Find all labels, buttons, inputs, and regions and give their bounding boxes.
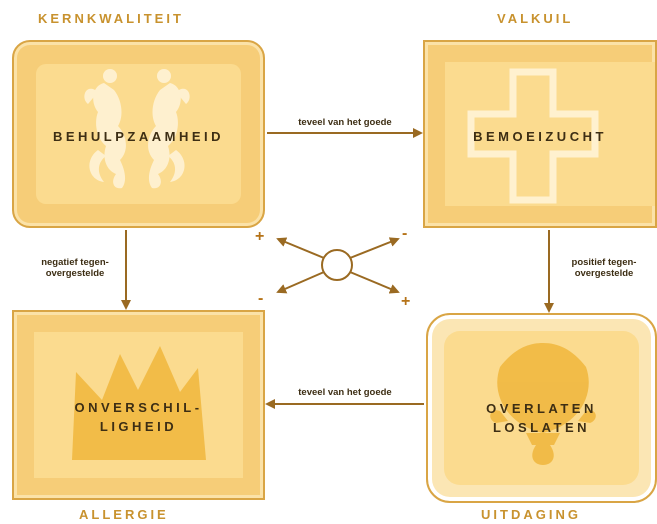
allergie-label-line1: ONVERSCHIL- [74,400,203,415]
arrow-center-top-left [276,237,325,259]
center-circle [321,249,353,281]
cross-icon [467,68,599,204]
uitdaging-box: OVERLATEN LOSLATEN [426,313,657,503]
valkuil-label: BEMOEIZUCHT [473,129,607,144]
sign-top-left: + [255,228,265,245]
uitdaging-label-line2: LOSLATEN [492,420,591,435]
heading-uitdaging: UITDAGING [481,507,581,522]
edge-label-right-line1: positief tegen- [571,257,637,268]
edge-label-bottom: teveel van het goede [298,387,392,398]
valkuil-box: BEMOEIZUCHT [423,40,657,228]
sign-top-right: - [402,225,408,242]
arrow-center-bottom-left [276,271,325,294]
edge-label-left-line2: overgestelde [45,268,105,279]
heading-kernkwaliteit: KERNKWALITEIT [38,11,184,26]
edge-label-right-line2: overgestelde [574,268,634,279]
arrow-center-top-right [349,237,400,259]
arrow-center-bottom-right [349,271,400,294]
edge-label-top: teveel van het goede [298,117,392,128]
heading-allergie: ALLERGIE [79,507,169,522]
scallop-shell-icon [490,343,596,465]
heading-valkuil: VALKUIL [497,11,574,26]
uitdaging-label-line1: OVERLATEN [486,401,597,416]
sign-bottom-right: + [401,293,411,310]
allergie-box: ONVERSCHIL- LIGHEID [12,310,265,500]
edge-label-left-line1: negatief tegen- [41,257,109,268]
mountain-spikes-icon [72,346,206,460]
cherub-ornament-icon [84,69,190,189]
allergie-label-line2: LIGHEID [99,419,178,434]
kernkwaliteit-box: BEHULPZAAMHEID [12,40,265,228]
sign-bottom-left: - [258,290,264,307]
kernkwaliteit-label: BEHULPZAAMHEID [52,129,225,144]
